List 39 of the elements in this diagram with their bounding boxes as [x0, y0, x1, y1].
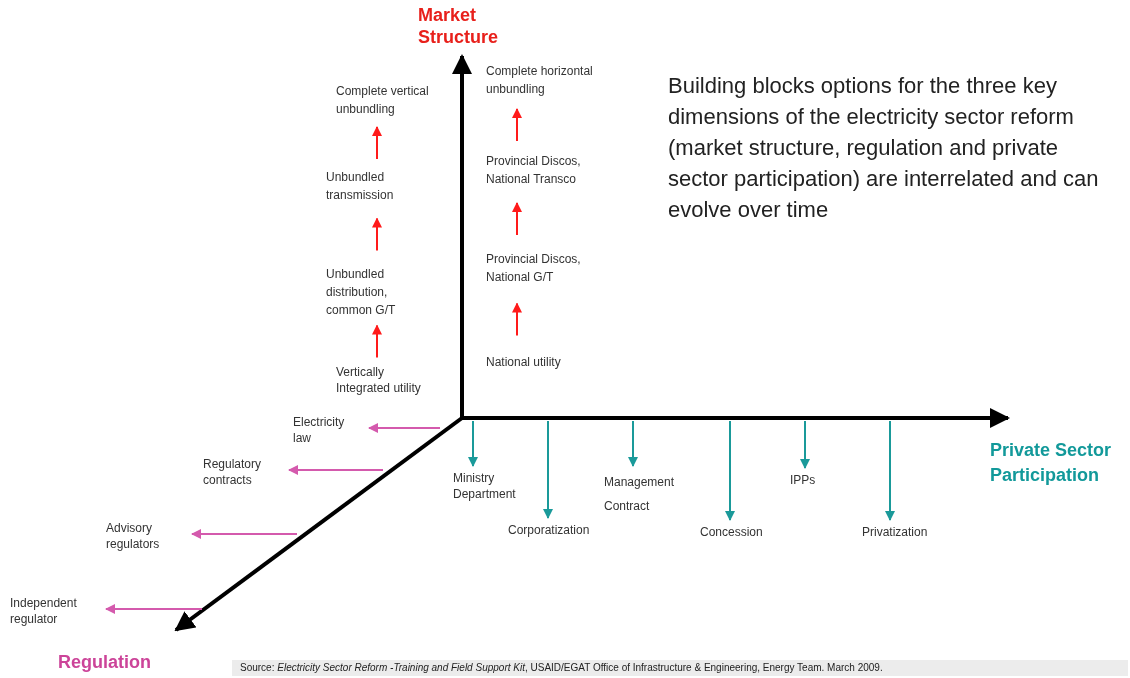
option-label: Complete horizontal unbundling — [486, 62, 596, 98]
option-label: Provincial Discos, National Transco — [486, 152, 621, 188]
option-label: Regulatory contracts — [203, 456, 283, 488]
axis-title: Market Structure — [418, 4, 499, 48]
option-label: Management Contract — [604, 470, 699, 518]
axis-title: Private Sector Participation — [990, 439, 1113, 487]
option-label: Ministry Department — [453, 470, 533, 502]
option-label: Provincial Discos, National G/T — [486, 250, 621, 286]
arrow — [512, 302, 522, 337]
axis-title: Regulation — [58, 651, 152, 674]
arrow — [191, 529, 298, 539]
arrow — [372, 324, 382, 359]
option-label: National utility — [486, 353, 606, 371]
arrow — [800, 420, 810, 469]
description-text: Building blocks options for the three key dimensions of the electricity sector reform (market structure, regulation and private sector participation) are interrelated and can evolve over time — [668, 72, 1100, 224]
option-label: Electricity law — [293, 414, 363, 446]
option-label: Independent regulator — [10, 595, 100, 627]
arrow — [725, 420, 735, 521]
option-label: Unbundled distribution, common G/T — [326, 265, 436, 319]
option-label: IPPs — [790, 472, 840, 488]
arrow — [288, 465, 384, 475]
arrow — [512, 108, 522, 142]
arrow — [512, 202, 522, 236]
arrow — [368, 423, 441, 433]
arrow — [885, 420, 895, 521]
arrow — [543, 420, 553, 519]
option-label: Advisory regulators — [106, 520, 186, 552]
arrow — [468, 420, 478, 467]
arrow — [105, 604, 203, 614]
option-label: Concession — [700, 524, 790, 540]
source-note: Source: Electricity Sector Reform -Training and Field Support Kit, USAID/EGAT Office of Infrastructure & Engineering, Energy Team. March 2009. — [232, 660, 1128, 676]
option-label: Unbundled transmission — [326, 168, 436, 204]
option-label: Privatization — [862, 524, 952, 540]
arrow — [372, 126, 382, 160]
option-label: Complete vertical unbundling — [336, 82, 466, 118]
arrow — [628, 420, 638, 467]
arrow — [372, 217, 382, 252]
option-label: Corporatization — [508, 522, 618, 538]
option-label: Vertically Integrated utility — [336, 364, 441, 396]
